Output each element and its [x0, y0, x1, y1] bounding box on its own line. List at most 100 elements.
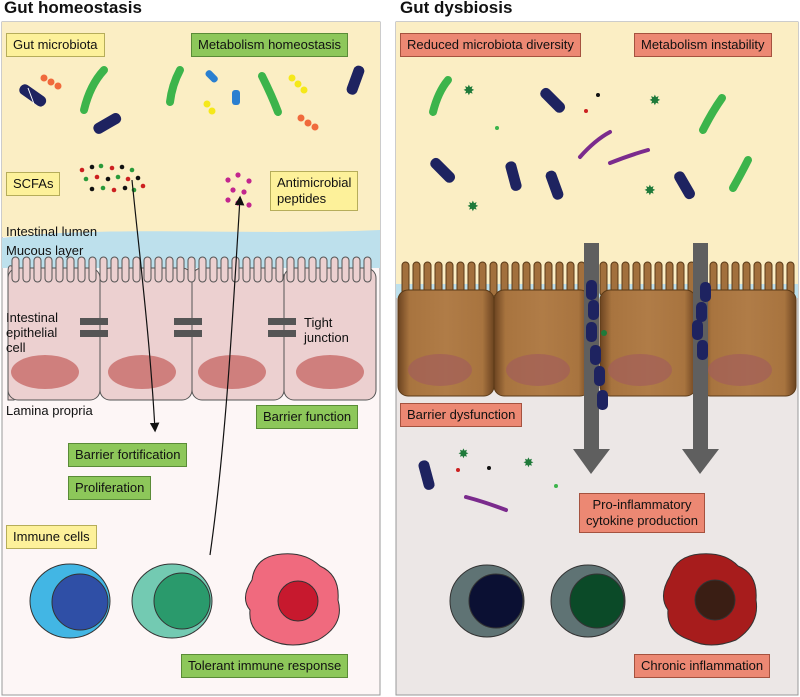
right-microbes: ✸ ✸ ✸ ✸	[429, 76, 752, 215]
immune-cell	[131, 563, 213, 639]
curved-bacterium	[258, 72, 282, 116]
barrier-function-label: Barrier function	[256, 405, 359, 429]
rod-bacterium	[93, 113, 122, 134]
curved-bacterium	[80, 66, 108, 114]
microvillus	[99, 256, 108, 283]
microvillus	[319, 256, 328, 283]
intestinal-lumen-label: Intestinal lumen	[6, 224, 98, 239]
rod-bacterium	[346, 65, 365, 95]
barrier-fortification-label: Barrier fortification	[68, 443, 188, 467]
right-panel: ✸ ✸ ✸ ✸ ✸ ✸	[395, 21, 799, 696]
microvillus	[253, 256, 262, 283]
microvillus	[11, 256, 20, 283]
svg-text:✸: ✸	[644, 183, 656, 199]
immune-cell	[29, 563, 111, 639]
nucleus	[608, 354, 672, 386]
svg-text:✸: ✸	[467, 199, 479, 215]
metabolism-homeostasis-label: Metabolism homeostasis	[191, 33, 349, 57]
bacteria-chain	[692, 282, 711, 360]
scfa-arrow	[131, 179, 160, 433]
tight-junction-label: Tight junction	[304, 315, 349, 345]
nucleus	[198, 355, 266, 389]
cocci-chain	[288, 74, 308, 94]
microvillus	[220, 256, 229, 283]
macrophage	[663, 553, 758, 646]
cocci-chain	[297, 114, 319, 131]
microvillus	[242, 256, 251, 283]
microvillus	[198, 256, 207, 283]
nucleus	[296, 355, 364, 389]
mucous-layer	[2, 230, 380, 268]
microvillus	[363, 256, 372, 283]
microvillus	[22, 256, 31, 283]
bacteria-chain	[586, 280, 608, 410]
left-panel	[1, 21, 381, 696]
microvillus	[77, 256, 86, 283]
healthy-epithelium	[7, 256, 377, 401]
microvillus	[66, 256, 75, 283]
microvillus	[44, 256, 53, 283]
microvillus	[88, 256, 97, 283]
microvillus	[165, 256, 174, 283]
blue-bacterium	[205, 70, 218, 83]
microvillus	[330, 256, 339, 283]
intestinal-epithelial-cell-label: Intestinal epithelial cell	[6, 310, 59, 355]
microvillus	[352, 256, 361, 283]
metabolism-instability-label: Metabolism instability	[634, 33, 772, 57]
nucleus	[506, 354, 570, 386]
nucleus	[108, 355, 176, 389]
scfas-label: SCFAs	[6, 172, 61, 196]
blue-bacterium	[232, 90, 240, 105]
tolerant-immune-response-label: Tolerant immune response	[181, 654, 349, 678]
microvillus	[33, 256, 42, 283]
immune-cell	[550, 564, 626, 638]
proliferation-label: Proliferation	[68, 476, 152, 500]
microvilli	[11, 256, 372, 283]
microvillus	[341, 256, 350, 283]
microvillus	[187, 256, 196, 283]
mucous-layer-label: Mucous layer	[6, 243, 84, 258]
left-microbes	[19, 65, 365, 134]
cocci-chain	[40, 74, 62, 90]
cocci-chain	[203, 100, 216, 115]
microvillus	[297, 256, 306, 283]
microvillus	[143, 256, 152, 283]
microvillus	[55, 256, 64, 283]
microvillus	[176, 256, 185, 283]
microvillus	[286, 256, 295, 283]
chronic-inflammation-label: Chronic inflammation	[634, 654, 771, 678]
microvillus	[209, 256, 218, 283]
tight-junction	[80, 318, 296, 337]
microvillus	[308, 256, 317, 283]
microvillus	[110, 256, 119, 283]
svg-text:✸: ✸	[458, 447, 469, 462]
microvillus	[154, 256, 163, 283]
left-panel-title: Gut homeostasis	[4, 0, 142, 17]
svg-text:✸: ✸	[649, 93, 661, 109]
peptide-arrow	[209, 195, 245, 556]
microvillus	[132, 256, 141, 283]
nucleus	[708, 354, 772, 386]
svg-text:✸: ✸	[523, 456, 534, 471]
barrier-dysfunction-label: Barrier dysfunction	[400, 403, 523, 427]
reduced-microbiota-diversity-label: Reduced microbiota diversity	[400, 33, 581, 57]
nucleus	[408, 354, 472, 386]
dysbiosis-lumen-background	[396, 22, 798, 284]
immune-cells-label: Immune cells	[6, 525, 97, 549]
macrophage	[245, 553, 340, 646]
microvillus	[264, 256, 273, 283]
translocated-microbes: ✸ ✸	[418, 447, 558, 512]
nucleus	[11, 355, 79, 389]
immune-cell	[449, 564, 525, 638]
antimicrobial-peptides-label: Antimicrobial peptides	[270, 171, 359, 211]
scfa-dots	[79, 163, 146, 193]
lamina-propria-label: Lamina propria	[6, 403, 93, 418]
microvillus	[121, 256, 130, 283]
svg-text:✸: ✸	[463, 83, 475, 99]
right-panel-title: Gut dysbiosis	[400, 0, 513, 17]
curved-bacterium	[166, 66, 184, 106]
gut-microbiota-label: Gut microbiota	[6, 33, 105, 57]
microvillus	[489, 261, 498, 297]
rod-bacterium	[19, 84, 47, 107]
